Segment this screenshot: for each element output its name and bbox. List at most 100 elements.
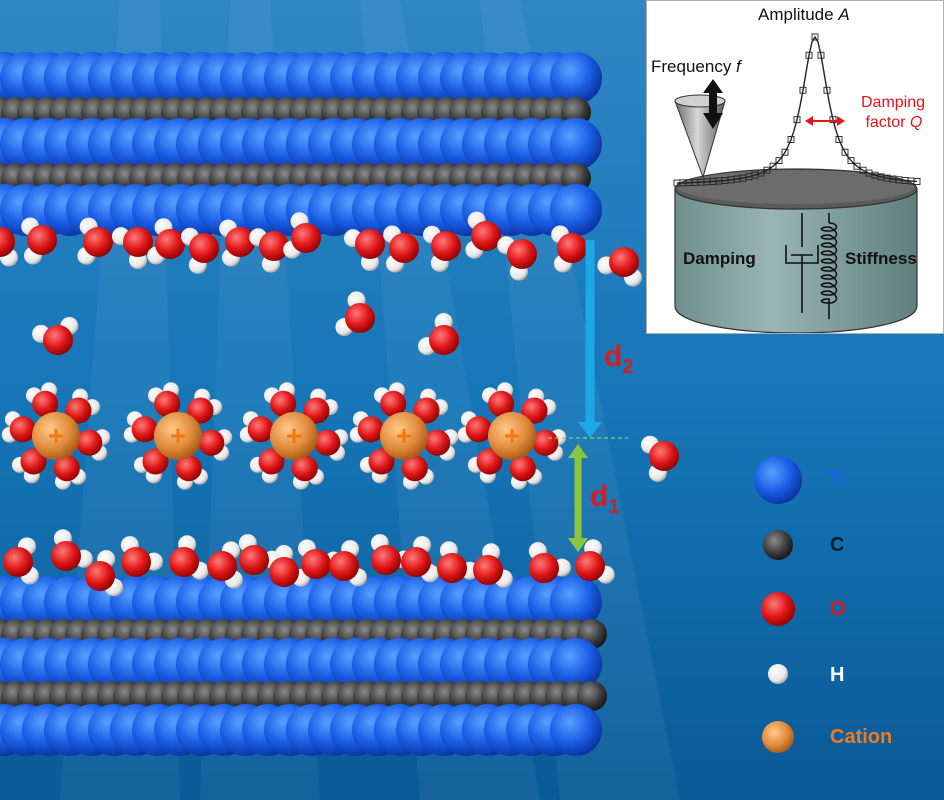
o-atom [258, 448, 285, 475]
resonance-point [913, 177, 921, 185]
o-atom [259, 231, 289, 261]
cation-atom [270, 412, 318, 460]
o-atom [465, 416, 492, 443]
stiffness-label: Stiffness [845, 249, 917, 268]
resonance-point [823, 86, 831, 94]
o-atom [355, 229, 385, 259]
o-atom [329, 551, 359, 581]
o-atom [431, 231, 461, 261]
o-atom [269, 557, 299, 587]
o-atom [155, 229, 185, 259]
o-atom [345, 303, 375, 333]
o-atom [476, 448, 503, 475]
o-atom [521, 397, 548, 424]
o-atom [0, 227, 15, 257]
o-atom [488, 390, 515, 417]
o-atom [509, 455, 536, 482]
o-atom [225, 227, 255, 257]
cation-atom [380, 412, 428, 460]
cation-plus-sign: + [48, 420, 64, 451]
o-atom [32, 390, 59, 417]
cation-atom [32, 412, 80, 460]
spring-icon [820, 213, 838, 319]
o-atom [649, 441, 679, 471]
o-atom [247, 416, 274, 443]
resonance-point [835, 136, 843, 143]
resonance-data-points [673, 33, 921, 187]
o-atom [9, 416, 36, 443]
d1-arrow-head-bottom [568, 538, 588, 552]
o-atom [291, 455, 318, 482]
resonance-point [775, 157, 783, 165]
distance-arrows [548, 240, 628, 552]
o-atom [368, 448, 395, 475]
ti-atom [550, 52, 602, 104]
o-atom [507, 239, 537, 269]
resonator-drawing [673, 33, 921, 333]
o-atom [3, 547, 33, 577]
o-atom [121, 547, 151, 577]
o-atom [175, 455, 202, 482]
resonance-point [769, 162, 777, 170]
ti-atom [550, 118, 602, 170]
resonance-point [781, 148, 789, 156]
o-atom [557, 233, 587, 263]
o-atom [389, 233, 419, 263]
o-atom [291, 223, 321, 253]
bandwidth-arrow-icon [805, 116, 845, 126]
o-atom [303, 397, 330, 424]
o-atom [131, 416, 158, 443]
o-atom [20, 448, 47, 475]
amplitude-label: Amplitude A [758, 5, 850, 24]
o-atom [609, 247, 639, 277]
o-atom [270, 390, 297, 417]
o-atom [43, 325, 73, 355]
resonance-point [763, 166, 771, 174]
frequency-label: Frequency f [651, 57, 741, 76]
o-atom [371, 545, 401, 575]
o-atom [380, 390, 407, 417]
o-atom [85, 561, 115, 591]
cation-atom [488, 412, 536, 460]
o-atom [575, 551, 605, 581]
o-atom [529, 553, 559, 583]
o-atom [471, 221, 501, 251]
o-atom [142, 448, 169, 475]
resonance-point [817, 51, 825, 59]
legend-marker-c [763, 530, 793, 560]
ti-atom [550, 184, 602, 236]
o-atom [169, 547, 199, 577]
legend-label-ti: Ti [828, 468, 846, 490]
legend-marker-h [768, 664, 788, 684]
o-atom [51, 541, 81, 571]
resonance-point [799, 86, 807, 94]
cation-plus-sign: + [396, 420, 412, 451]
o-atom [239, 545, 269, 575]
d2-label: d2 [604, 340, 634, 378]
qcm-resonator-inset: Amplitude A Frequency f Damping factor Q… [646, 0, 944, 334]
legend-marker-cation [762, 721, 794, 753]
d2-arrow-head [578, 422, 602, 438]
cation-atom [154, 412, 202, 460]
o-atom [424, 429, 451, 456]
tip-icon [674, 94, 726, 179]
legend-label-o: O [830, 598, 846, 620]
o-atom [76, 429, 103, 456]
ti-atom [550, 638, 602, 690]
ti-atom [550, 704, 602, 756]
o-atom [154, 390, 181, 417]
legend-label-h: H [830, 664, 845, 686]
o-atom [429, 325, 459, 355]
resonance-point [793, 116, 801, 124]
o-atom [301, 549, 331, 579]
resonance-point [847, 157, 855, 165]
cation-plus-sign: + [504, 420, 520, 451]
o-atom [401, 547, 431, 577]
o-atom [123, 227, 153, 257]
damping-factor-label: Damping factor Q [861, 94, 926, 131]
cation-plus-sign: + [286, 420, 302, 451]
resonance-point [841, 148, 849, 156]
legend-markers [754, 456, 802, 753]
o-atom [198, 429, 225, 456]
o-atom [65, 397, 92, 424]
